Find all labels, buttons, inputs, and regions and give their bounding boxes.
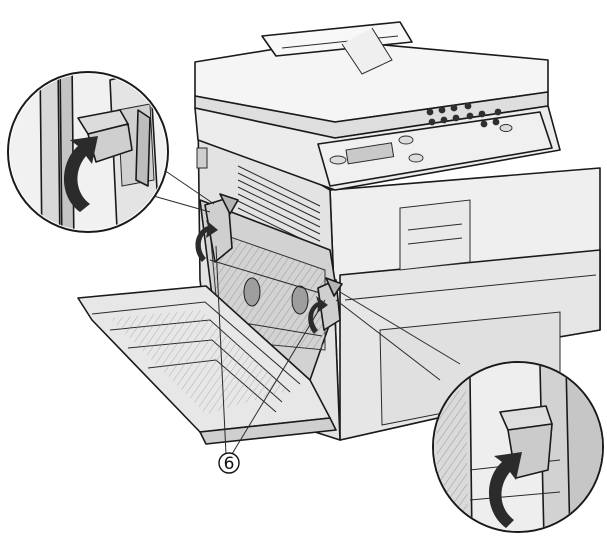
lever-right [317, 277, 343, 331]
magnifier-top-left [7, 71, 169, 233]
callout-leaders [215, 245, 326, 455]
interior-rollers [209, 259, 331, 337]
callout-label: 6 [224, 454, 235, 474]
rotate-arrow-small-left [195, 220, 218, 262]
control-panel [317, 102, 553, 187]
lever-left [204, 193, 239, 263]
rotate-arrow-large-bottom-right [488, 452, 522, 528]
magnifier-leaders [149, 169, 461, 381]
callout-6: 6 [218, 452, 240, 474]
rotate-arrow-large-top-left [64, 136, 98, 212]
rotate-arrow-small-right [308, 296, 328, 334]
magnifier-bottom-right [432, 361, 604, 533]
